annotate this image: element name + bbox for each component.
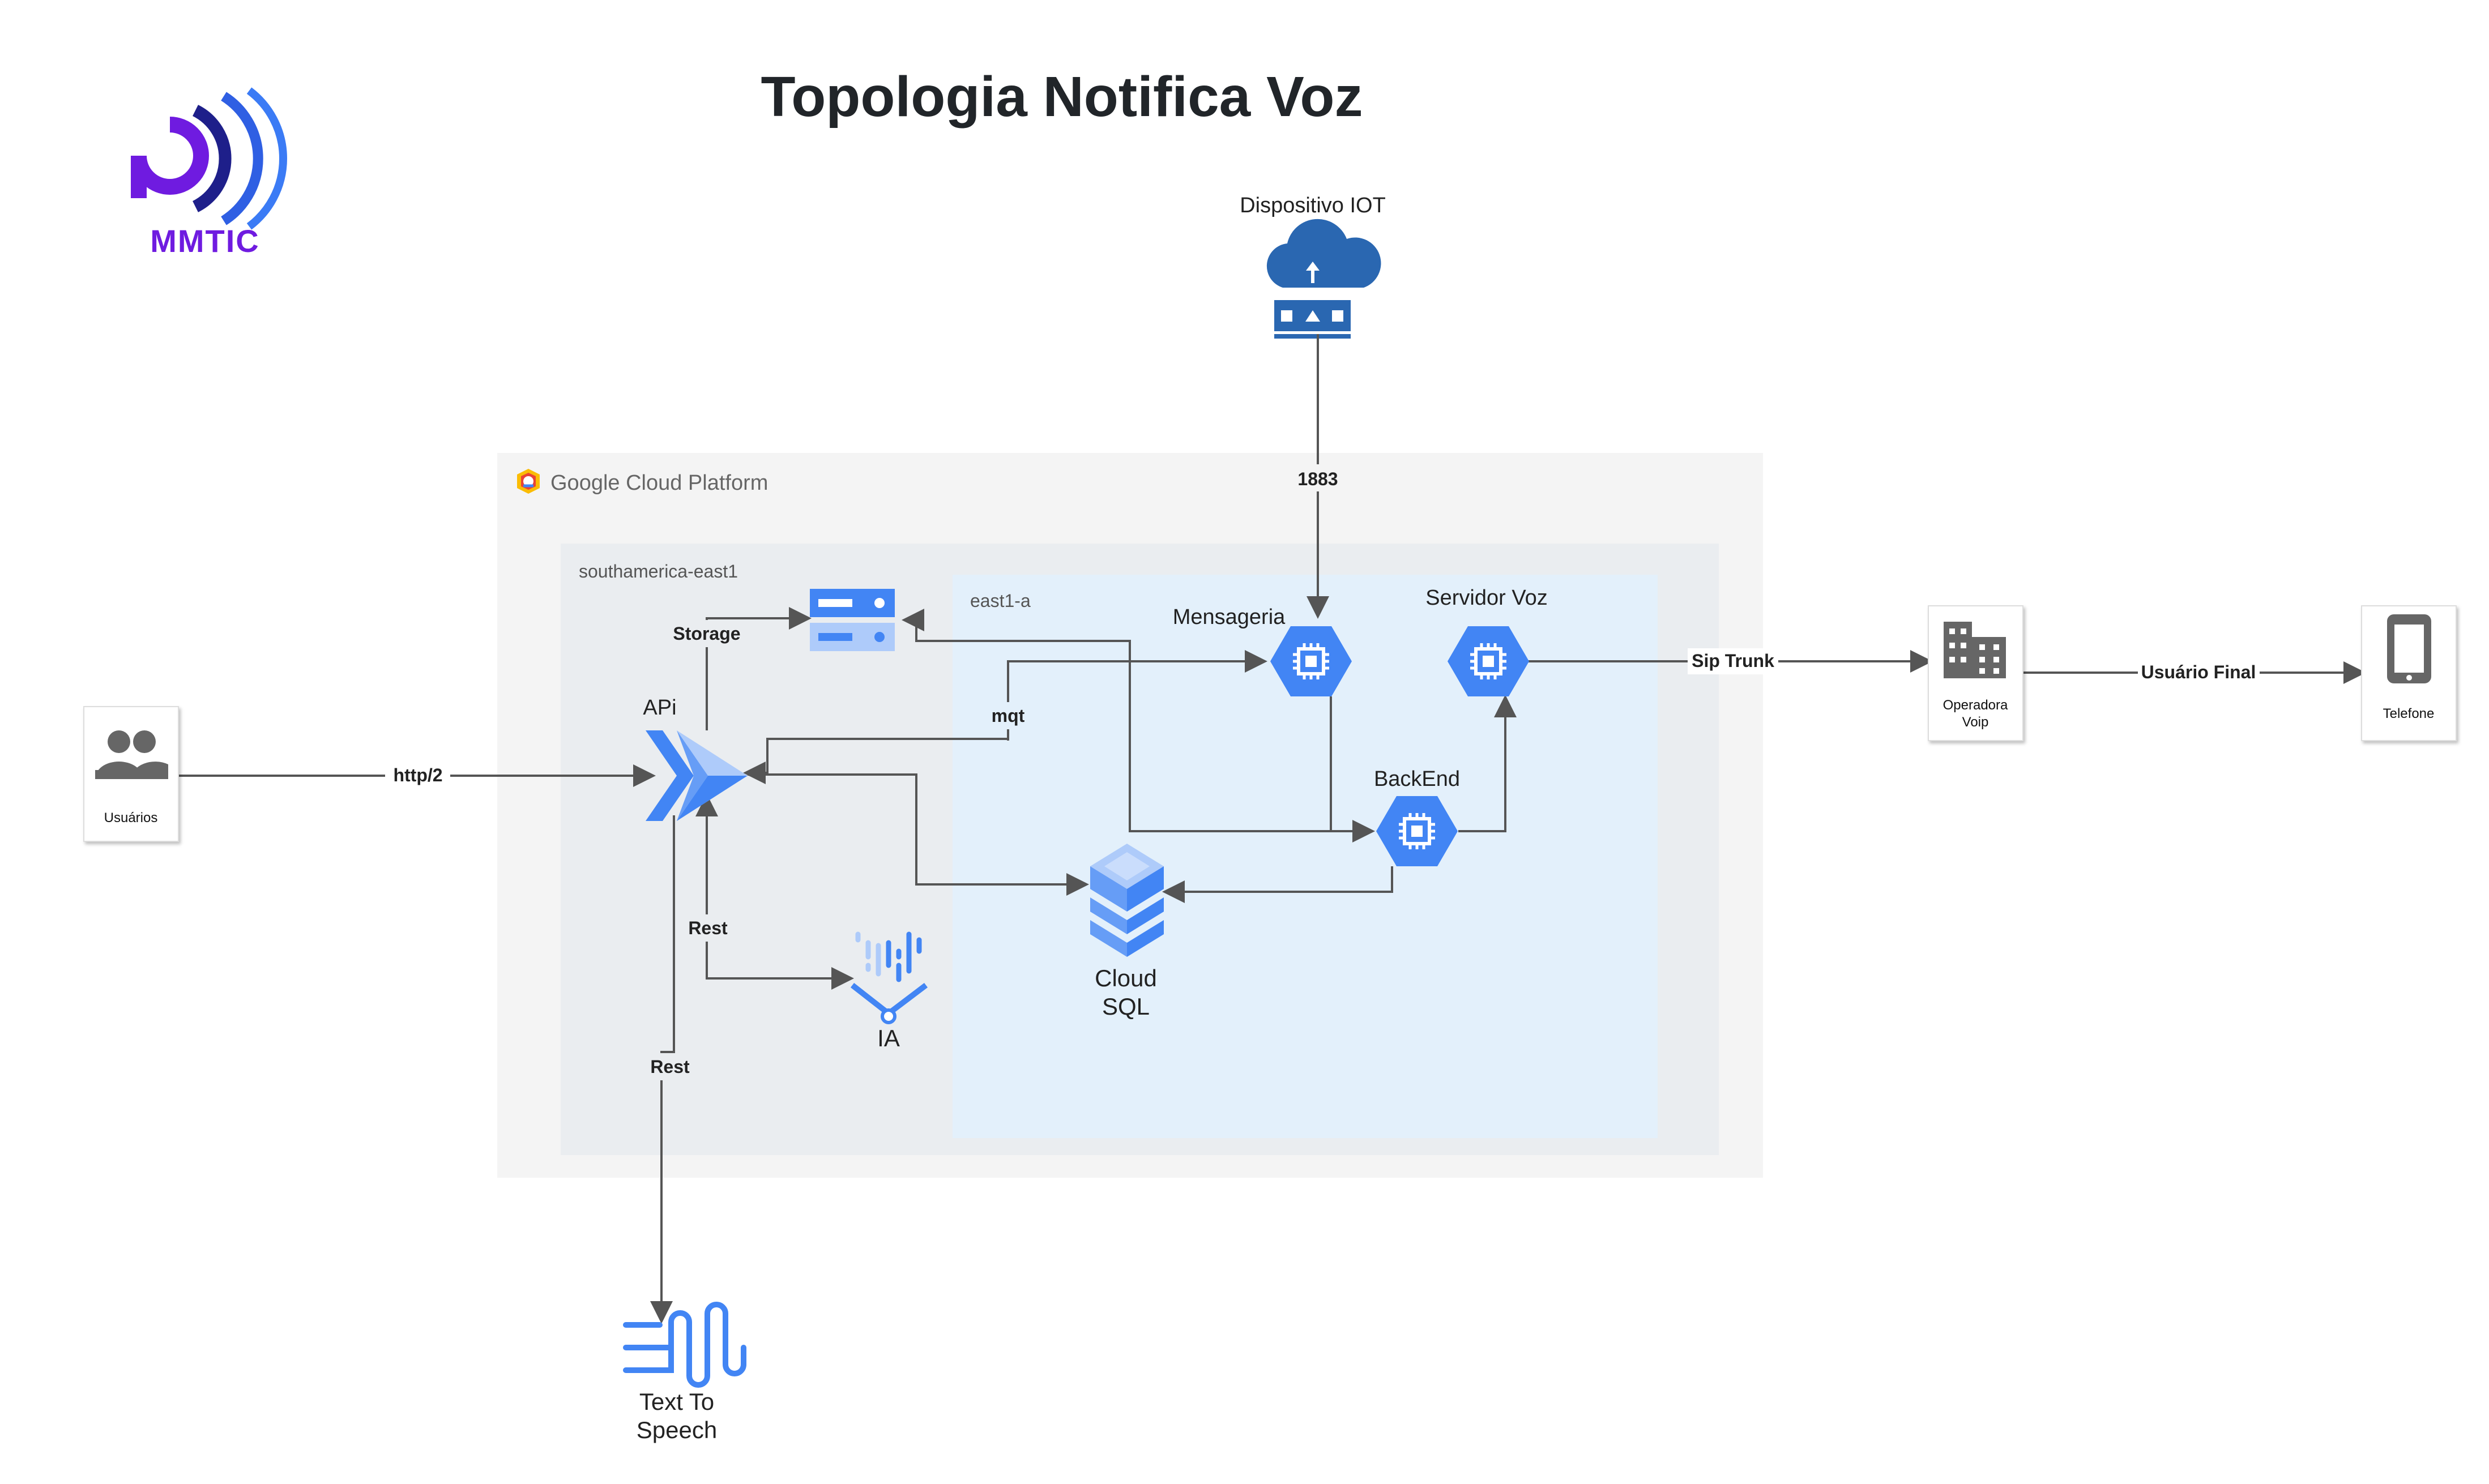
cloud-sql-label-2: SQL	[1102, 993, 1150, 1020]
edge-backend-servidorvoz	[1458, 695, 1517, 832]
operadora-label-2: Voip	[1962, 715, 1989, 730]
edge-label-mqt: mqt	[992, 705, 1025, 726]
cloud-sql-label-1: Cloud	[1095, 965, 1157, 991]
edge-label-http: http/2	[393, 765, 442, 785]
phone-icon	[2387, 614, 2431, 683]
usuarios-label: Usuários	[104, 810, 158, 826]
telefone-label: Telefone	[2383, 706, 2435, 721]
storage-server-icon	[810, 589, 895, 651]
edge-api-tts	[650, 815, 675, 1324]
mmtic-logo-icon	[131, 87, 287, 230]
mensageria-label: Mensageria	[1173, 605, 1286, 629]
text-to-speech-icon	[623, 1302, 746, 1388]
users-icon	[95, 730, 168, 779]
edge-label-sip: Sip Trunk	[1692, 651, 1774, 671]
iot-label: Dispositivo IOT	[1240, 194, 1386, 217]
tts-label-1: Text To	[639, 1388, 714, 1415]
iot-cloud-icon	[1266, 219, 1381, 339]
tts-label-2: Speech	[637, 1417, 717, 1443]
edge-label-rest-ia: Rest	[688, 918, 728, 938]
servidor-voz-label: Servidor Voz	[1425, 586, 1547, 610]
cloud-sql-icon	[1090, 844, 1164, 957]
zone-label: east1-a	[970, 591, 1031, 611]
edge-mqt-api	[743, 738, 1008, 784]
edge-label-1883: 1883	[1297, 469, 1338, 489]
logo-text: MMTIC	[150, 223, 260, 259]
ia-vertex-icon	[850, 931, 928, 1024]
edge-label-rest-tts: Rest	[650, 1057, 690, 1077]
building-icon	[1944, 622, 2006, 678]
operadora-label-1: Operadora	[1943, 698, 2008, 713]
gcp-label: Google Cloud Platform	[550, 471, 768, 495]
region-label: southamerica-east1	[579, 561, 738, 581]
edge-mensageria-backend	[1330, 696, 1375, 842]
api-label: APi	[643, 696, 676, 720]
edge-backend-cloudsql	[1162, 866, 1393, 903]
edge-label-usuario-final: Usuário Final	[2141, 662, 2256, 682]
edge-api-storage	[706, 607, 812, 730]
backend-label: BackEnd	[1374, 767, 1460, 791]
ia-label: IA	[877, 1025, 900, 1051]
telefone-node: Telefone	[2361, 605, 2457, 741]
usuarios-node: Usuários	[83, 706, 179, 842]
gcp-logo-icon	[517, 469, 540, 494]
edge-labels: 1883 Storage mqt http/2 Rest Rest Sip Tr…	[385, 464, 2260, 1080]
edge-ia-api	[706, 929, 854, 990]
edge-backend-storage	[902, 609, 1371, 832]
operadora-node: Operadora Voip	[1928, 605, 2023, 741]
page-title: Topologia Notifica Voz	[761, 65, 1363, 129]
edge-api-cloudsql	[748, 773, 1089, 896]
api-gateway-icon	[646, 730, 748, 821]
edge-label-storage: Storage	[673, 623, 740, 644]
